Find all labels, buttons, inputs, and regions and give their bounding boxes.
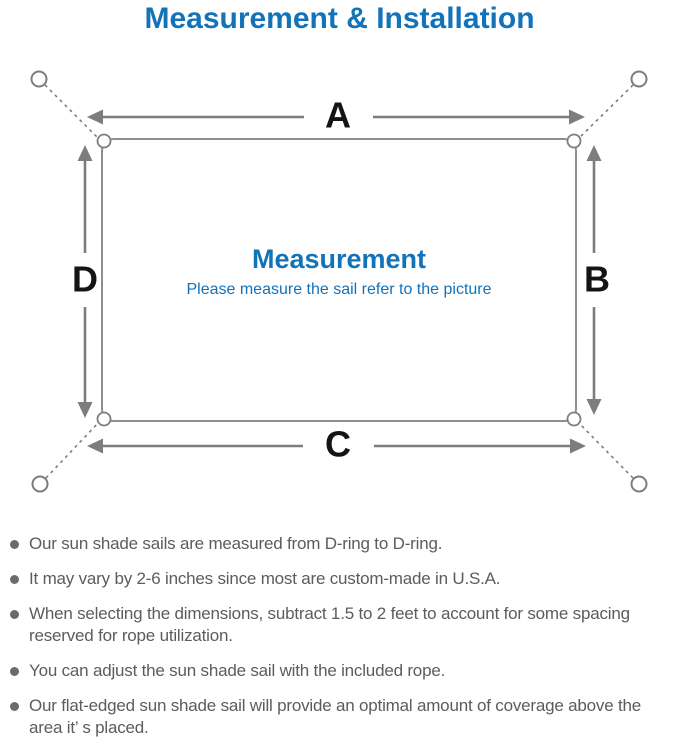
- arrowhead-right-icon: [569, 109, 585, 125]
- dimension-arrow-c: [87, 438, 586, 454]
- d-ring-icon-top-left: [96, 133, 112, 149]
- bullet-icon: [10, 540, 19, 549]
- d-ring-icon-bottom-left: [96, 411, 112, 427]
- measurement-title: Measurement: [251, 244, 427, 274]
- measurement-subtitle: Please measure the sail refer to the pic…: [186, 281, 492, 298]
- dimension-arrow-a: [87, 109, 585, 125]
- measurement-note: Measurement Please measure the sail refe…: [102, 243, 576, 300]
- d-ring-icon-top-right: [566, 133, 582, 149]
- bullet-icon: [10, 575, 19, 584]
- rope-dashed-line-top-right: [576, 84, 634, 141]
- rope-dashed-line-top-left: [44, 84, 101, 141]
- bullet-icon: [10, 702, 19, 711]
- page-title: Measurement & Installation: [144, 2, 535, 35]
- arrowhead-right-icon: [570, 438, 586, 454]
- note-item: It may vary by 2-6 inches since most are…: [10, 568, 673, 590]
- note-text: You can adjust the sun shade sail with t…: [29, 661, 446, 680]
- note-text: Our sun shade sails are measured from D-…: [29, 534, 443, 553]
- d-ring-icon-bottom-right: [566, 411, 582, 427]
- dimension-label-b: B: [584, 259, 610, 300]
- dimension-label-a: A: [325, 95, 351, 136]
- dimension-arrow-b: [586, 145, 602, 415]
- arrowhead-left-icon: [87, 438, 103, 454]
- arrowhead-left-icon: [87, 109, 103, 125]
- note-item: You can adjust the sun shade sail with t…: [10, 660, 673, 682]
- note-text: Our flat-edged sun shade sail will provi…: [29, 696, 642, 737]
- arrowhead-down-icon: [586, 399, 602, 415]
- anchor-point-icon-bottom-left: [31, 475, 49, 493]
- arrowhead-down-icon: [77, 402, 93, 418]
- note-item: Our sun shade sails are measured from D-…: [10, 533, 673, 555]
- rope-dashed-line-bottom-right: [576, 420, 634, 479]
- note-item: When selecting the dimensions, subtract …: [10, 603, 673, 647]
- rope-dashed-line-bottom-left: [45, 420, 101, 479]
- bullet-icon: [10, 610, 19, 619]
- arrowhead-up-icon: [586, 145, 602, 161]
- anchor-point-icon-bottom-right: [630, 475, 648, 493]
- note-text: When selecting the dimensions, subtract …: [29, 604, 630, 645]
- notes-list: Our sun shade sails are measured from D-…: [10, 533, 673, 739]
- anchor-point-icon-top-left: [30, 70, 48, 88]
- dimension-label-d: D: [72, 259, 98, 300]
- note-text: It may vary by 2-6 inches since most are…: [29, 569, 501, 588]
- arrowhead-up-icon: [77, 145, 93, 161]
- note-item: Our flat-edged sun shade sail will provi…: [10, 695, 673, 739]
- sail-measurement-diagram: A B C D Measurement Please measure the s…: [0, 55, 679, 515]
- dimension-label-c: C: [325, 424, 351, 465]
- sail-diagram-canvas: A B C D: [30, 70, 648, 493]
- bullet-icon: [10, 667, 19, 676]
- sail-outline: [101, 138, 577, 422]
- anchor-point-icon-top-right: [630, 70, 648, 88]
- dimension-arrow-d: [77, 145, 93, 418]
